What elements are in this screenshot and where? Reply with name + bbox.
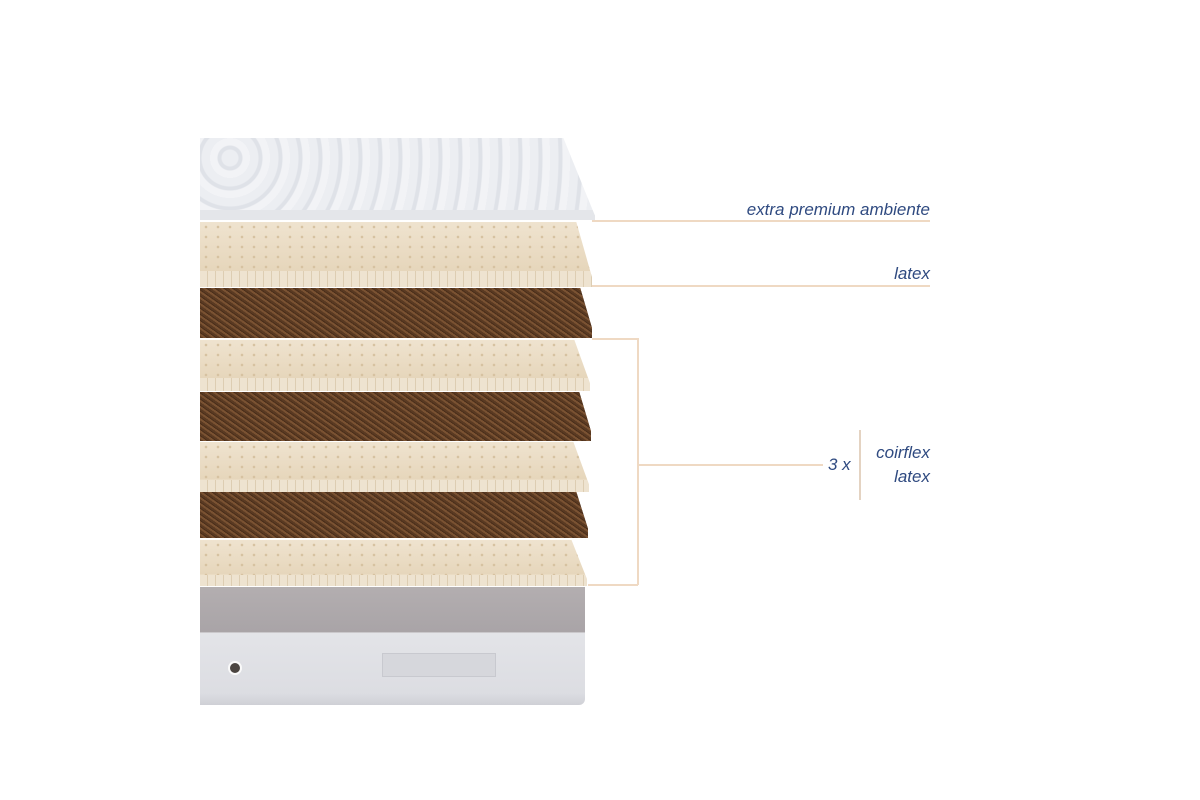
label-latex: latex <box>894 264 930 283</box>
bracket-vertical <box>637 338 639 585</box>
leader-line-latex <box>592 285 930 287</box>
latex-layer <box>200 222 592 287</box>
handle <box>382 653 496 677</box>
bracket-leader <box>638 464 823 466</box>
topper-layer <box>200 138 595 220</box>
coirflex-layer <box>200 492 588 538</box>
label-coirflex: coirflex <box>876 443 930 462</box>
vent-icon <box>228 661 242 675</box>
latex-layer <box>200 442 589 492</box>
coirflex-layer <box>200 392 591 441</box>
latex-layer <box>200 340 590 391</box>
coirflex-layer <box>200 288 592 338</box>
label-multiplier: 3 x <box>828 455 851 474</box>
mattress-base <box>200 587 585 705</box>
label-latex-repeat: latex <box>894 467 930 486</box>
bracket-bottom <box>588 584 638 586</box>
label-extra-premium-ambiente: extra premium ambiente <box>746 200 930 219</box>
separator <box>859 430 861 500</box>
bracket-top <box>592 338 638 340</box>
latex-layer <box>200 540 587 586</box>
leader-line-top <box>592 220 930 222</box>
